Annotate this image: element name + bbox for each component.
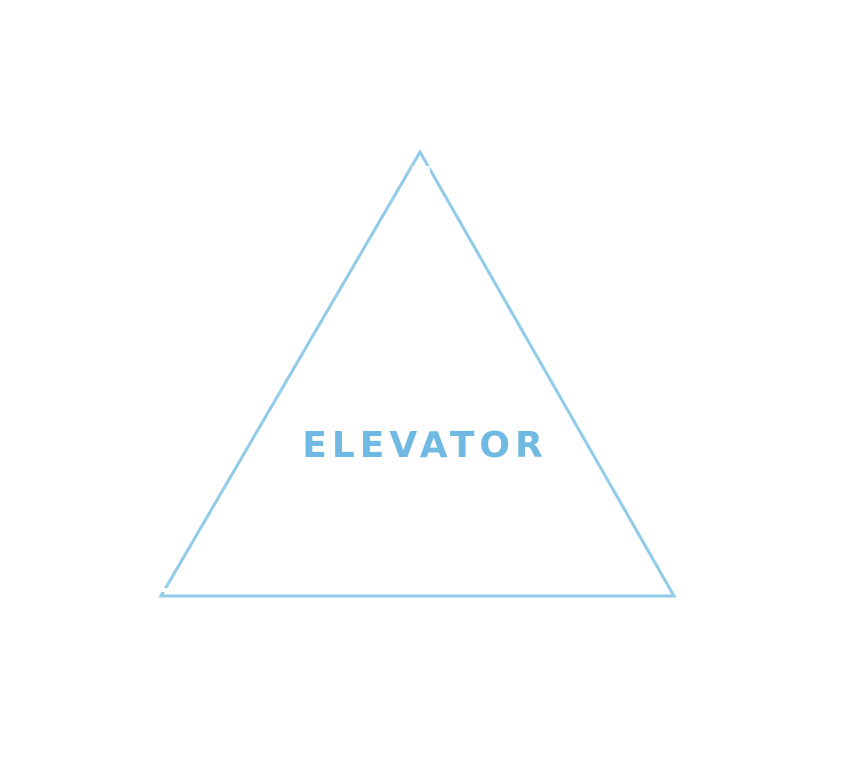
left-corner-notch: [160, 588, 206, 592]
apex-notch: [412, 166, 430, 176]
right-corner-notch: [568, 588, 668, 592]
elevator-label: ELEVATOR: [302, 425, 548, 466]
triangle-outline: [158, 149, 677, 598]
